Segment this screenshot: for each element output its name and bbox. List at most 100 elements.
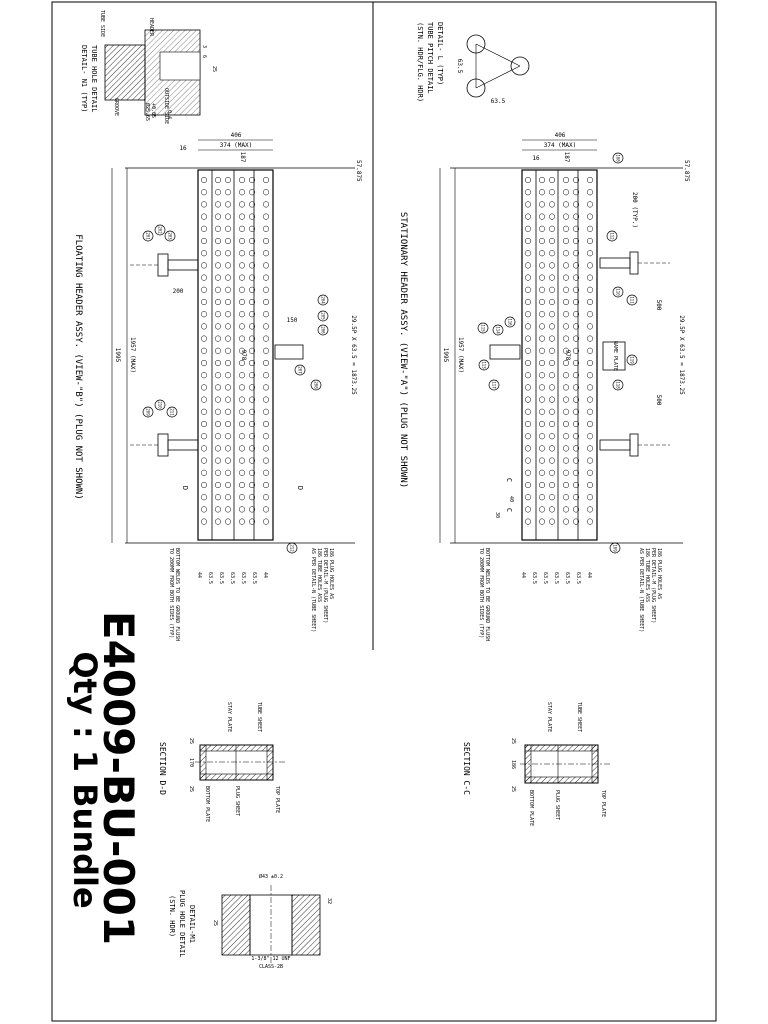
tube-hole <box>248 213 256 220</box>
svg-text:TUBE SHEET: TUBE SHEET <box>576 702 582 732</box>
tube-hole <box>214 457 222 464</box>
tube-hole <box>524 359 532 367</box>
tube-hole <box>524 335 532 342</box>
tube-hole <box>238 408 246 415</box>
tube-hole <box>586 213 594 220</box>
svg-text:187: 187 <box>563 152 570 163</box>
tube-hole <box>200 481 208 489</box>
dim-label: 63.5 <box>218 572 224 584</box>
tube-hole <box>548 518 556 525</box>
balloon-label: 202 <box>158 226 163 234</box>
tube-hole <box>524 494 532 501</box>
tube-hole <box>200 494 208 501</box>
svg-text:PER DETAIL-M (PLUG SHEET): PER DETAIL-M (PLUG SHEET) <box>322 548 328 623</box>
tube-hole <box>238 420 246 428</box>
tube-hole <box>572 213 580 220</box>
tube-hole <box>214 286 222 293</box>
balloon <box>612 286 624 298</box>
tube-hole <box>248 225 256 232</box>
tube-hole <box>562 494 570 501</box>
tube-hole <box>214 274 222 281</box>
tube-hole <box>214 359 222 367</box>
tube-hole <box>562 384 570 391</box>
tube-hole <box>586 347 594 354</box>
svg-text:Ø43 ±0.2: Ø43 ±0.2 <box>259 873 283 880</box>
svg-text:TUBE SHEET: TUBE SHEET <box>256 702 262 732</box>
svg-text:(STN. HDR/FLG. HDR): (STN. HDR/FLG. HDR) <box>416 22 424 102</box>
svg-text:63.5: 63.5 <box>456 59 463 74</box>
tube-hole <box>262 433 270 440</box>
svg-text:PER DETAIL-M (PLUG SHEET): PER DETAIL-M (PLUG SHEET) <box>650 548 656 623</box>
tube-hole <box>200 213 208 220</box>
tube-hole <box>562 445 570 452</box>
tube-hole <box>572 481 580 489</box>
tube-hole <box>262 189 270 196</box>
tube-hole <box>538 494 546 501</box>
tube-hole <box>586 323 594 330</box>
tube-hole <box>538 274 546 281</box>
tube-hole <box>538 189 546 196</box>
tube-hole <box>586 201 594 208</box>
svg-text:BOTTOM PLATE: BOTTOM PLATE <box>528 790 534 826</box>
balloon <box>488 379 500 391</box>
tube-hole <box>262 347 270 354</box>
balloon-label: 112 <box>610 232 615 240</box>
balloon <box>166 406 178 418</box>
tube-hole <box>524 189 532 196</box>
tube-hole <box>262 225 270 232</box>
tube-hole <box>262 176 270 184</box>
tube-hole <box>524 298 532 306</box>
tube-hole <box>524 213 532 220</box>
tube-hole <box>238 298 246 306</box>
balloon-label: 111 <box>630 296 635 304</box>
tube-hole <box>248 359 256 367</box>
tube-hole <box>248 396 256 403</box>
balloon-label: 207 <box>298 366 303 374</box>
tube-hole <box>562 213 570 220</box>
svg-text:TUBE PITCH DETAIL: TUBE PITCH DETAIL <box>426 22 434 94</box>
svg-text:1957 (MAX): 1957 (MAX) <box>457 337 464 373</box>
tube-hole <box>200 420 208 428</box>
svg-text:BOTTOM WELDS TO BE GROUND FLUS: BOTTOM WELDS TO BE GROUND FLUSH <box>174 548 180 641</box>
tube-hole <box>548 213 556 220</box>
tube-hole <box>562 396 570 403</box>
tube-hole <box>586 225 594 232</box>
tube-hole <box>214 237 222 245</box>
tube-hole <box>562 408 570 415</box>
tube-hole <box>238 250 246 257</box>
tube-hole <box>200 189 208 196</box>
tube-hole <box>214 445 222 452</box>
tube-hole <box>248 176 256 184</box>
tube-hole <box>572 518 580 525</box>
tube-hole <box>548 189 556 196</box>
tube-hole <box>224 420 232 428</box>
tube-hole <box>538 250 546 257</box>
tube-hole <box>572 347 580 354</box>
tube-hole <box>248 201 256 208</box>
tube-hole <box>200 506 208 513</box>
tube-hole <box>538 445 546 452</box>
svg-text:374 (MAX): 374 (MAX) <box>544 142 577 149</box>
tube-hole <box>200 384 208 391</box>
tube-hole <box>238 335 246 342</box>
tube-hole <box>562 201 570 208</box>
tube-hole <box>238 469 246 476</box>
tube-hole <box>200 335 208 342</box>
tube-hole <box>548 420 556 428</box>
svg-text:1-3/8" 12 UNF: 1-3/8" 12 UNF <box>251 956 290 962</box>
balloon-label: 117 <box>492 381 497 389</box>
tube-hole <box>548 237 556 245</box>
tube-hole <box>524 201 532 208</box>
svg-text:29.5P X 63.5 = 1873.25: 29.5P X 63.5 = 1873.25 <box>678 315 685 395</box>
tube-hole <box>238 359 246 367</box>
balloon-label: 210 <box>158 401 163 409</box>
tube-hole <box>200 274 208 281</box>
tube-hole <box>214 298 222 306</box>
tube-hole <box>200 250 208 257</box>
svg-text:200: 200 <box>173 288 184 295</box>
tube-hole <box>224 518 232 525</box>
tube-hole <box>562 274 570 281</box>
svg-text:AS PER DETAIL-N (TUBE SHEET): AS PER DETAIL-N (TUBE SHEET) <box>638 548 644 632</box>
floating-title: FLOATING HEADER ASSY. (VIEW-"B") (PLUG N… <box>73 234 83 500</box>
tube-hole <box>224 347 232 354</box>
